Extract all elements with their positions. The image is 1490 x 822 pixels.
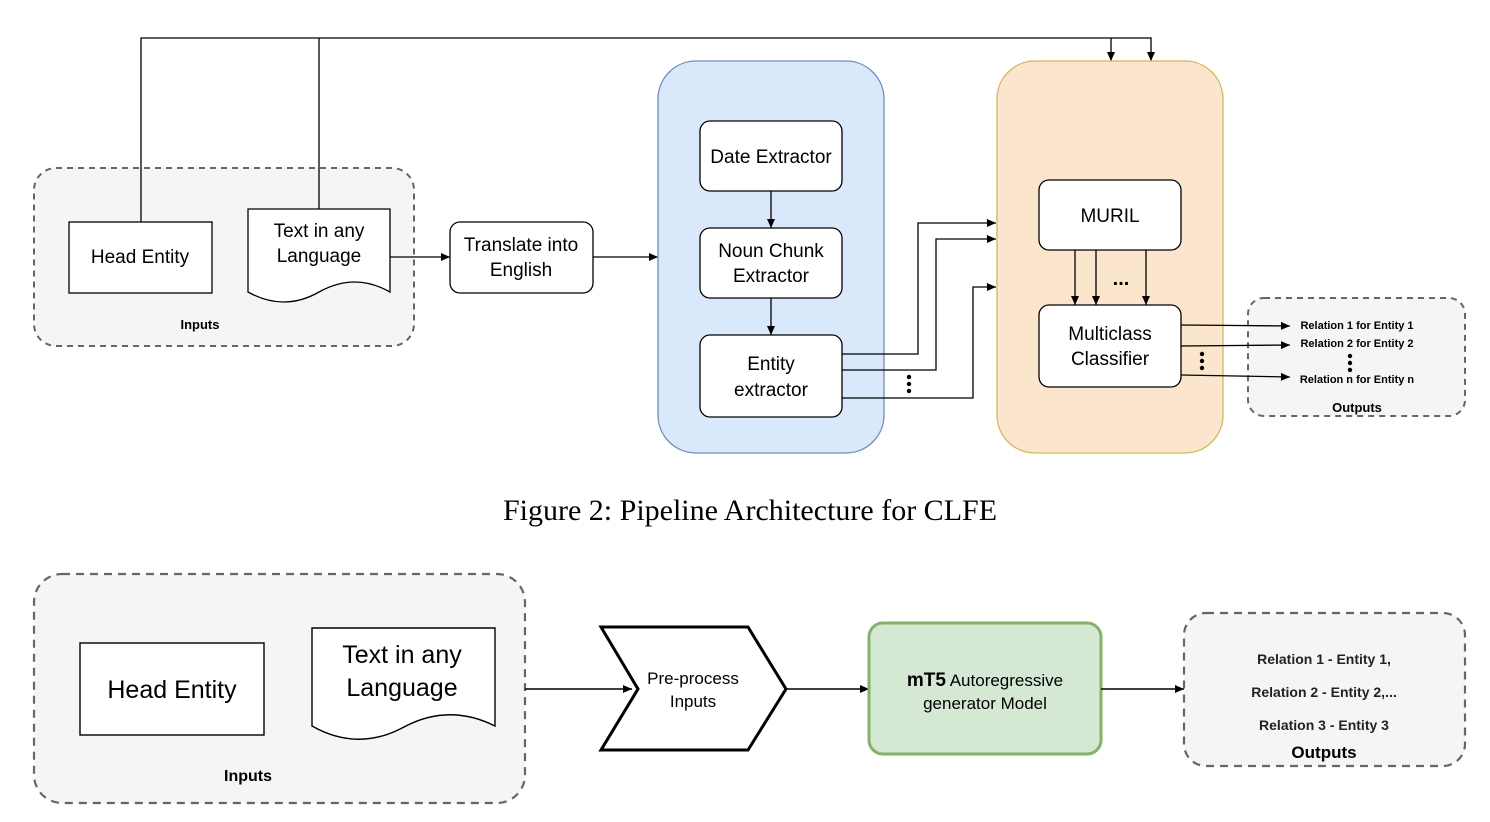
text-label-line2: Language xyxy=(346,674,457,702)
output-item: Relation 1 for Entity 1 xyxy=(1300,320,1413,332)
ellipsis-label: ... xyxy=(1113,268,1130,290)
model-label-line1: mT5 Autoregressive xyxy=(907,670,1063,691)
preprocess-label-line2: Inputs xyxy=(670,692,716,711)
head-entity-label: Head Entity xyxy=(91,247,190,268)
entity-label-line2: extractor xyxy=(734,380,809,401)
translate-label-line1: Translate into xyxy=(464,235,578,256)
preprocess-step-shape: Pre-process Inputs xyxy=(598,625,788,752)
output-item: Relation 2 for Entity 2 xyxy=(1300,338,1413,350)
pipeline-diagram: Inputs Head Entity Text in any Language … xyxy=(33,37,1466,454)
bypass-connector xyxy=(140,37,1155,222)
inputs-label: Inputs xyxy=(181,317,220,332)
classifier-label-line1: Multiclass xyxy=(1068,324,1151,345)
output-item: Relation 3 - Entity 3 xyxy=(1259,717,1389,733)
head-entity-label: Head Entity xyxy=(107,676,237,704)
noun-chunk-extractor-box: Noun Chunk Extractor xyxy=(699,227,843,299)
text-document-shape: Text in any Language xyxy=(247,208,391,303)
noun-label-line2: Extractor xyxy=(733,266,810,287)
entity-to-model-connectors xyxy=(842,219,996,399)
outputs-group: Outputs xyxy=(1247,297,1466,417)
mt5-diagram: Inputs Head Entity Text in any Language … xyxy=(32,572,1467,805)
entity-label-line1: Entity xyxy=(747,354,795,375)
outputs-label: Outputs xyxy=(1332,400,1382,415)
date-extractor-label: Date Extractor xyxy=(710,147,832,168)
entity-extractor-box: Entity extractor xyxy=(699,334,843,418)
muril-box: MURIL xyxy=(1038,179,1182,251)
text-label-line1: Text in any xyxy=(274,221,365,242)
figure-caption: Figure 2: Pipeline Architecture for CLFE xyxy=(503,494,997,527)
mt5-model-box: mT5 Autoregressive generator Model xyxy=(867,621,1103,756)
vertical-ellipsis-icon xyxy=(1347,353,1353,373)
output-item: Relation 2 - Entity 2,... xyxy=(1251,684,1396,700)
text-label-line2: Language xyxy=(277,246,362,267)
noun-label-line1: Noun Chunk xyxy=(718,241,824,262)
classifier-label-line2: Classifier xyxy=(1071,349,1150,370)
date-extractor-box: Date Extractor xyxy=(699,120,843,192)
text-document-shape: Text in any Language xyxy=(311,627,496,740)
outputs-group: Relation 1 - Entity 1, Relation 2 - Enti… xyxy=(1182,611,1467,768)
outputs-label: Outputs xyxy=(1291,743,1356,762)
head-entity-box: Head Entity xyxy=(68,221,213,294)
multiclass-classifier-box: Multiclass Classifier xyxy=(1038,304,1182,388)
vertical-ellipsis-icon xyxy=(1199,351,1205,371)
muril-label: MURIL xyxy=(1080,206,1139,227)
head-entity-box: Head Entity xyxy=(79,642,265,736)
model-label-line2: generator Model xyxy=(923,694,1047,713)
output-item: Relation 1 - Entity 1, xyxy=(1257,651,1391,667)
vertical-ellipsis-icon xyxy=(906,374,912,394)
output-item: Relation n for Entity n xyxy=(1300,374,1415,386)
preprocess-label-line1: Pre-process xyxy=(647,669,739,688)
model-panel xyxy=(996,60,1224,454)
translate-label-line2: English xyxy=(490,260,552,281)
inputs-label: Inputs xyxy=(224,768,272,785)
model-name: mT5 xyxy=(907,670,947,691)
classifier-to-output-arrows xyxy=(1180,321,1291,381)
model-description: Autoregressive xyxy=(946,671,1063,690)
muril-to-classifier-arrows xyxy=(1071,250,1150,305)
translate-box: Translate into English xyxy=(449,221,594,294)
text-label-line1: Text in any xyxy=(342,641,462,669)
